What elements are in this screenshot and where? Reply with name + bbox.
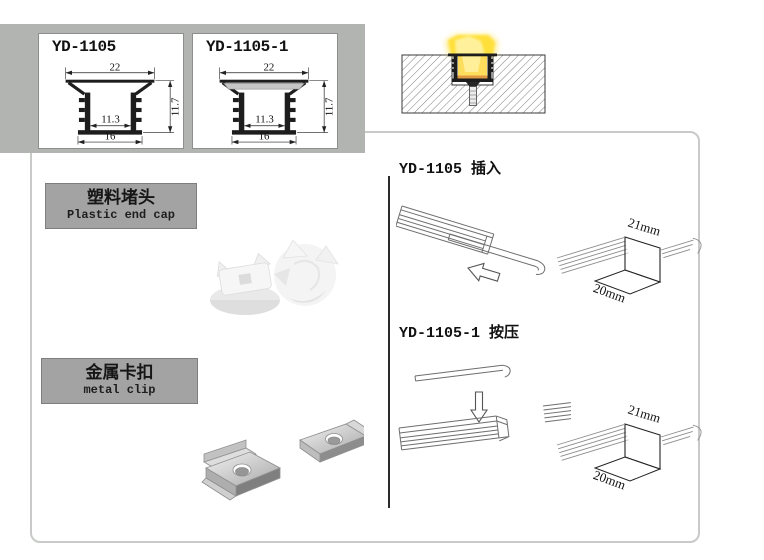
profile-spec-card-yd1105-1: YD-1105-1 — [192, 33, 338, 149]
adjacent-profile-lines — [542, 402, 571, 423]
accessory-label-en: metal clip — [83, 382, 156, 397]
cutout-dim-diagram-press: 21mm 20mm — [556, 402, 702, 493]
accessory-label-metal-clip: 金属卡扣 metal clip — [41, 358, 198, 404]
profile-title: YD-1105 — [52, 38, 116, 56]
press-assembly-diagram — [398, 364, 571, 451]
section-divider — [388, 176, 390, 508]
metal-clips-photo — [201, 419, 364, 501]
insert-direction-arrow — [467, 262, 501, 282]
insert-assembly-diagram — [396, 205, 546, 282]
end-cap-right — [274, 239, 339, 306]
light-beam — [445, 34, 498, 76]
dim-label-bottom-width: 16 — [259, 131, 270, 143]
accessory-label-en: Plastic end cap — [66, 207, 176, 222]
cover-above — [414, 364, 511, 382]
recessed-install-illustration — [401, 34, 546, 114]
dim-label-height: 11.7 — [170, 97, 182, 116]
cut-bottom-face — [593, 269, 662, 295]
cut-bottom-face — [593, 456, 662, 482]
install-step-press-heading: YD-1105-1 按压 — [399, 325, 520, 342]
cut-width-label: 21mm — [626, 402, 662, 426]
dimension-lines — [219, 67, 329, 145]
accessory-label-zh: 塑料堵头 — [87, 187, 155, 207]
profile-end-lines — [660, 237, 702, 259]
profile-bar-lines — [556, 424, 629, 461]
profile-title: YD-1105-1 — [206, 38, 288, 56]
metal-clip-right — [299, 419, 364, 463]
cut-width-label: 21mm — [626, 215, 662, 239]
dim-label-bottom-width: 16 — [105, 131, 116, 143]
accessory-label-plastic-end-cap: 塑料堵头 Plastic end cap — [45, 183, 197, 229]
profile-spec-panel: YD-1105 — [0, 24, 365, 153]
led-strip — [457, 75, 488, 79]
accessory-label-zh: 金属卡扣 — [85, 362, 154, 382]
profile-bar-lines — [556, 237, 629, 274]
profile-spec-card-yd1105: YD-1105 — [38, 33, 184, 149]
dimension-lines — [65, 67, 175, 145]
pc-cover-shape — [222, 82, 306, 90]
profile-end-lines — [660, 424, 702, 446]
cover-being-inserted — [447, 233, 546, 275]
end-cap-left — [210, 252, 280, 315]
cross-section-drawing-yd1105-1: 22 11.3 16 11.7 — [219, 61, 336, 145]
profile-section-shape — [65, 79, 155, 135]
profile-body-lines — [398, 415, 510, 451]
dim-label-top-width: 22 — [264, 61, 275, 73]
led-profile-section — [448, 53, 497, 82]
metal-clip-left — [201, 439, 281, 501]
profile-body-lines — [396, 205, 495, 255]
dim-label-height: 11.7 — [324, 97, 336, 116]
dim-label-top-width: 22 — [110, 61, 121, 73]
dim-label-inner-width: 11.3 — [255, 114, 274, 126]
press-direction-arrow — [469, 391, 489, 423]
mounting-screw — [466, 82, 480, 106]
install-step-insert-heading: YD-1105 插入 — [399, 161, 502, 178]
cutout-dim-diagram-insert: 21mm 20mm — [556, 215, 702, 306]
end-caps-photo — [210, 239, 339, 315]
cross-section-drawing-yd1105: 22 11.3 16 11.7 — [65, 61, 182, 145]
dim-label-inner-width: 11.3 — [101, 114, 120, 126]
